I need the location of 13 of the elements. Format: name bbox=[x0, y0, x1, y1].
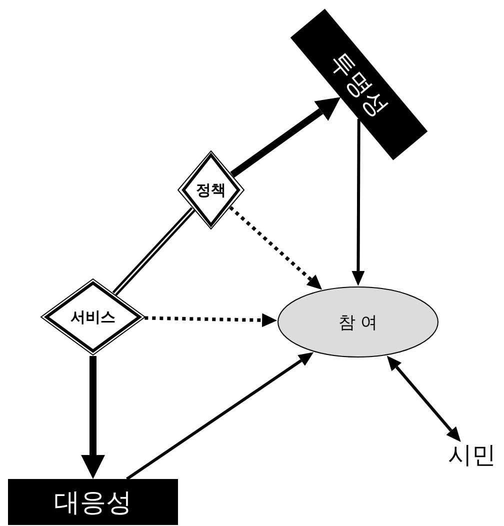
connector-line bbox=[112, 207, 196, 296]
arrow bbox=[81, 356, 105, 479]
node-label: 시민 bbox=[442, 440, 502, 470]
decision-diamond: 정책 bbox=[177, 150, 245, 230]
participation-ellipse: 참 여 bbox=[277, 286, 439, 358]
decision-diamond: 서비스 bbox=[40, 278, 146, 356]
arrow bbox=[144, 313, 278, 328]
arrow bbox=[230, 97, 341, 178]
double-arrow bbox=[386, 356, 461, 442]
arrow bbox=[126, 352, 314, 480]
arrow bbox=[229, 206, 322, 290]
label-box: 대응성 bbox=[8, 479, 178, 525]
arrow bbox=[352, 118, 365, 286]
